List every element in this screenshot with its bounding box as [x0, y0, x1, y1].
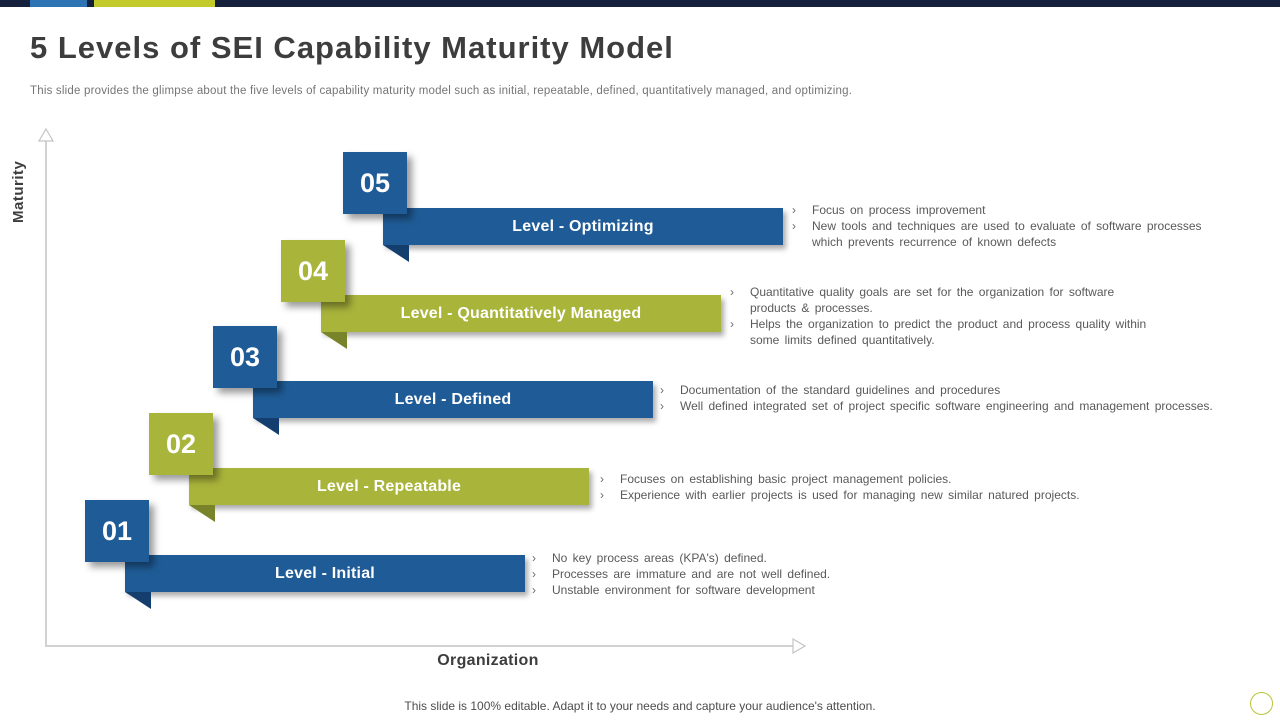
level-number: 05	[359, 167, 391, 198]
bullet-text: Helps the organization to predict the pr…	[750, 317, 1147, 347]
chevron-bullet-icon: ›	[600, 472, 604, 486]
level-label: Level - Initial	[275, 564, 375, 582]
ribbon-fold	[253, 418, 279, 435]
bullet-text: Experience with earlier projects is used…	[620, 488, 1080, 502]
accent-yellow-segment	[94, 0, 215, 7]
level-number: 04	[297, 255, 329, 286]
bullet-item: › Quantitative quality goals are set for…	[730, 284, 1155, 316]
bullet-item: › No key process areas (KPA's) defined.	[532, 550, 877, 566]
accent-blue-segment	[30, 0, 87, 7]
ribbon-fold	[125, 592, 151, 609]
ribbon-fold	[383, 245, 409, 262]
level-number: 01	[101, 515, 133, 546]
bullet-item: › Focus on process improvement	[792, 202, 1232, 218]
chevron-bullet-icon: ›	[532, 583, 536, 597]
level-bullets: › Documentation of the standard guidelin…	[660, 382, 1280, 414]
bullet-text: Processes are immature and are not well …	[552, 567, 831, 581]
x-axis-line	[45, 645, 793, 647]
level-bar: Level - Defined	[253, 381, 653, 435]
bullet-item: › New tools and techniques are used to e…	[792, 218, 1232, 250]
bullet-text: Documentation of the standard guidelines…	[680, 383, 1001, 397]
bullet-text: No key process areas (KPA's) defined.	[552, 551, 767, 565]
bullet-item: › Focuses on establishing basic project …	[600, 471, 1145, 487]
chevron-bullet-icon: ›	[792, 219, 796, 233]
page-title: 5 Levels of SEI Capability Maturity Mode…	[30, 30, 674, 65]
level-bar: Level - Optimizing	[383, 208, 783, 262]
level-number-badge: 04	[281, 240, 345, 302]
level-bullets: › Focuses on establishing basic project …	[600, 471, 1145, 503]
bullet-item: › Experience with earlier projects is us…	[600, 487, 1145, 503]
bullet-item: › Helps the organization to predict the …	[730, 316, 1155, 348]
bullet-item: › Documentation of the standard guidelin…	[660, 382, 1280, 398]
x-axis-label: Organization	[437, 652, 539, 669]
level-bullets: › Focus on process improvement › New too…	[792, 202, 1232, 250]
ribbon-fold	[321, 332, 347, 349]
y-axis-label: Maturity	[10, 160, 27, 224]
chevron-bullet-icon: ›	[532, 551, 536, 565]
level-label: Level - Defined	[394, 390, 512, 408]
level-number: 03	[229, 341, 261, 372]
level-bullets: › Quantitative quality goals are set for…	[730, 284, 1155, 348]
level-bar: Level - Repeatable	[189, 468, 589, 522]
chevron-bullet-icon: ›	[600, 488, 604, 502]
level-bullets: › No key process areas (KPA's) defined. …	[532, 550, 877, 598]
ribbon-fold	[189, 505, 215, 522]
level-label: Level - Optimizing	[512, 217, 654, 235]
level-number-badge: 03	[213, 326, 277, 388]
level-number-badge: 05	[343, 152, 407, 214]
footer-note: This slide is 100% editable. Adapt it to…	[404, 699, 876, 713]
chevron-bullet-icon: ›	[532, 567, 536, 581]
level-bar: Level - Initial	[125, 555, 525, 609]
level-bar: Level - Quantitatively Managed	[321, 295, 721, 349]
chevron-bullet-icon: ›	[730, 317, 734, 331]
bullet-item: › Processes are immature and are not wel…	[532, 566, 877, 582]
level-number: 02	[165, 428, 197, 459]
bullet-text: Well defined integrated set of project s…	[680, 399, 1213, 413]
axis-arrow-right-icon	[792, 638, 806, 654]
bullet-item: › Unstable environment for software deve…	[532, 582, 877, 598]
chevron-bullet-icon: ›	[730, 285, 734, 299]
bullet-item: › Well defined integrated set of project…	[660, 398, 1280, 414]
page-subtitle: This slide provides the glimpse about th…	[30, 85, 853, 97]
bullet-text: Unstable environment for software develo…	[552, 583, 815, 597]
axis-arrow-up-icon	[38, 128, 54, 142]
bullet-text: New tools and techniques are used to eva…	[812, 219, 1202, 249]
level-label: Level - Quantitatively Managed	[400, 304, 642, 322]
level-number-badge: 01	[85, 500, 149, 562]
level-label: Level - Repeatable	[316, 477, 462, 495]
top-accent-bar	[0, 0, 1280, 7]
chevron-bullet-icon: ›	[792, 203, 796, 217]
chevron-bullet-icon: ›	[660, 383, 664, 397]
chevron-bullet-icon: ›	[660, 399, 664, 413]
bullet-text: Focus on process improvement	[812, 203, 986, 217]
bullet-text: Quantitative quality goals are set for t…	[750, 285, 1115, 315]
level-number-badge: 02	[149, 413, 213, 475]
corner-circle-decoration	[1250, 692, 1273, 715]
bullet-text: Focuses on establishing basic project ma…	[620, 472, 952, 486]
y-axis-line	[45, 141, 47, 646]
